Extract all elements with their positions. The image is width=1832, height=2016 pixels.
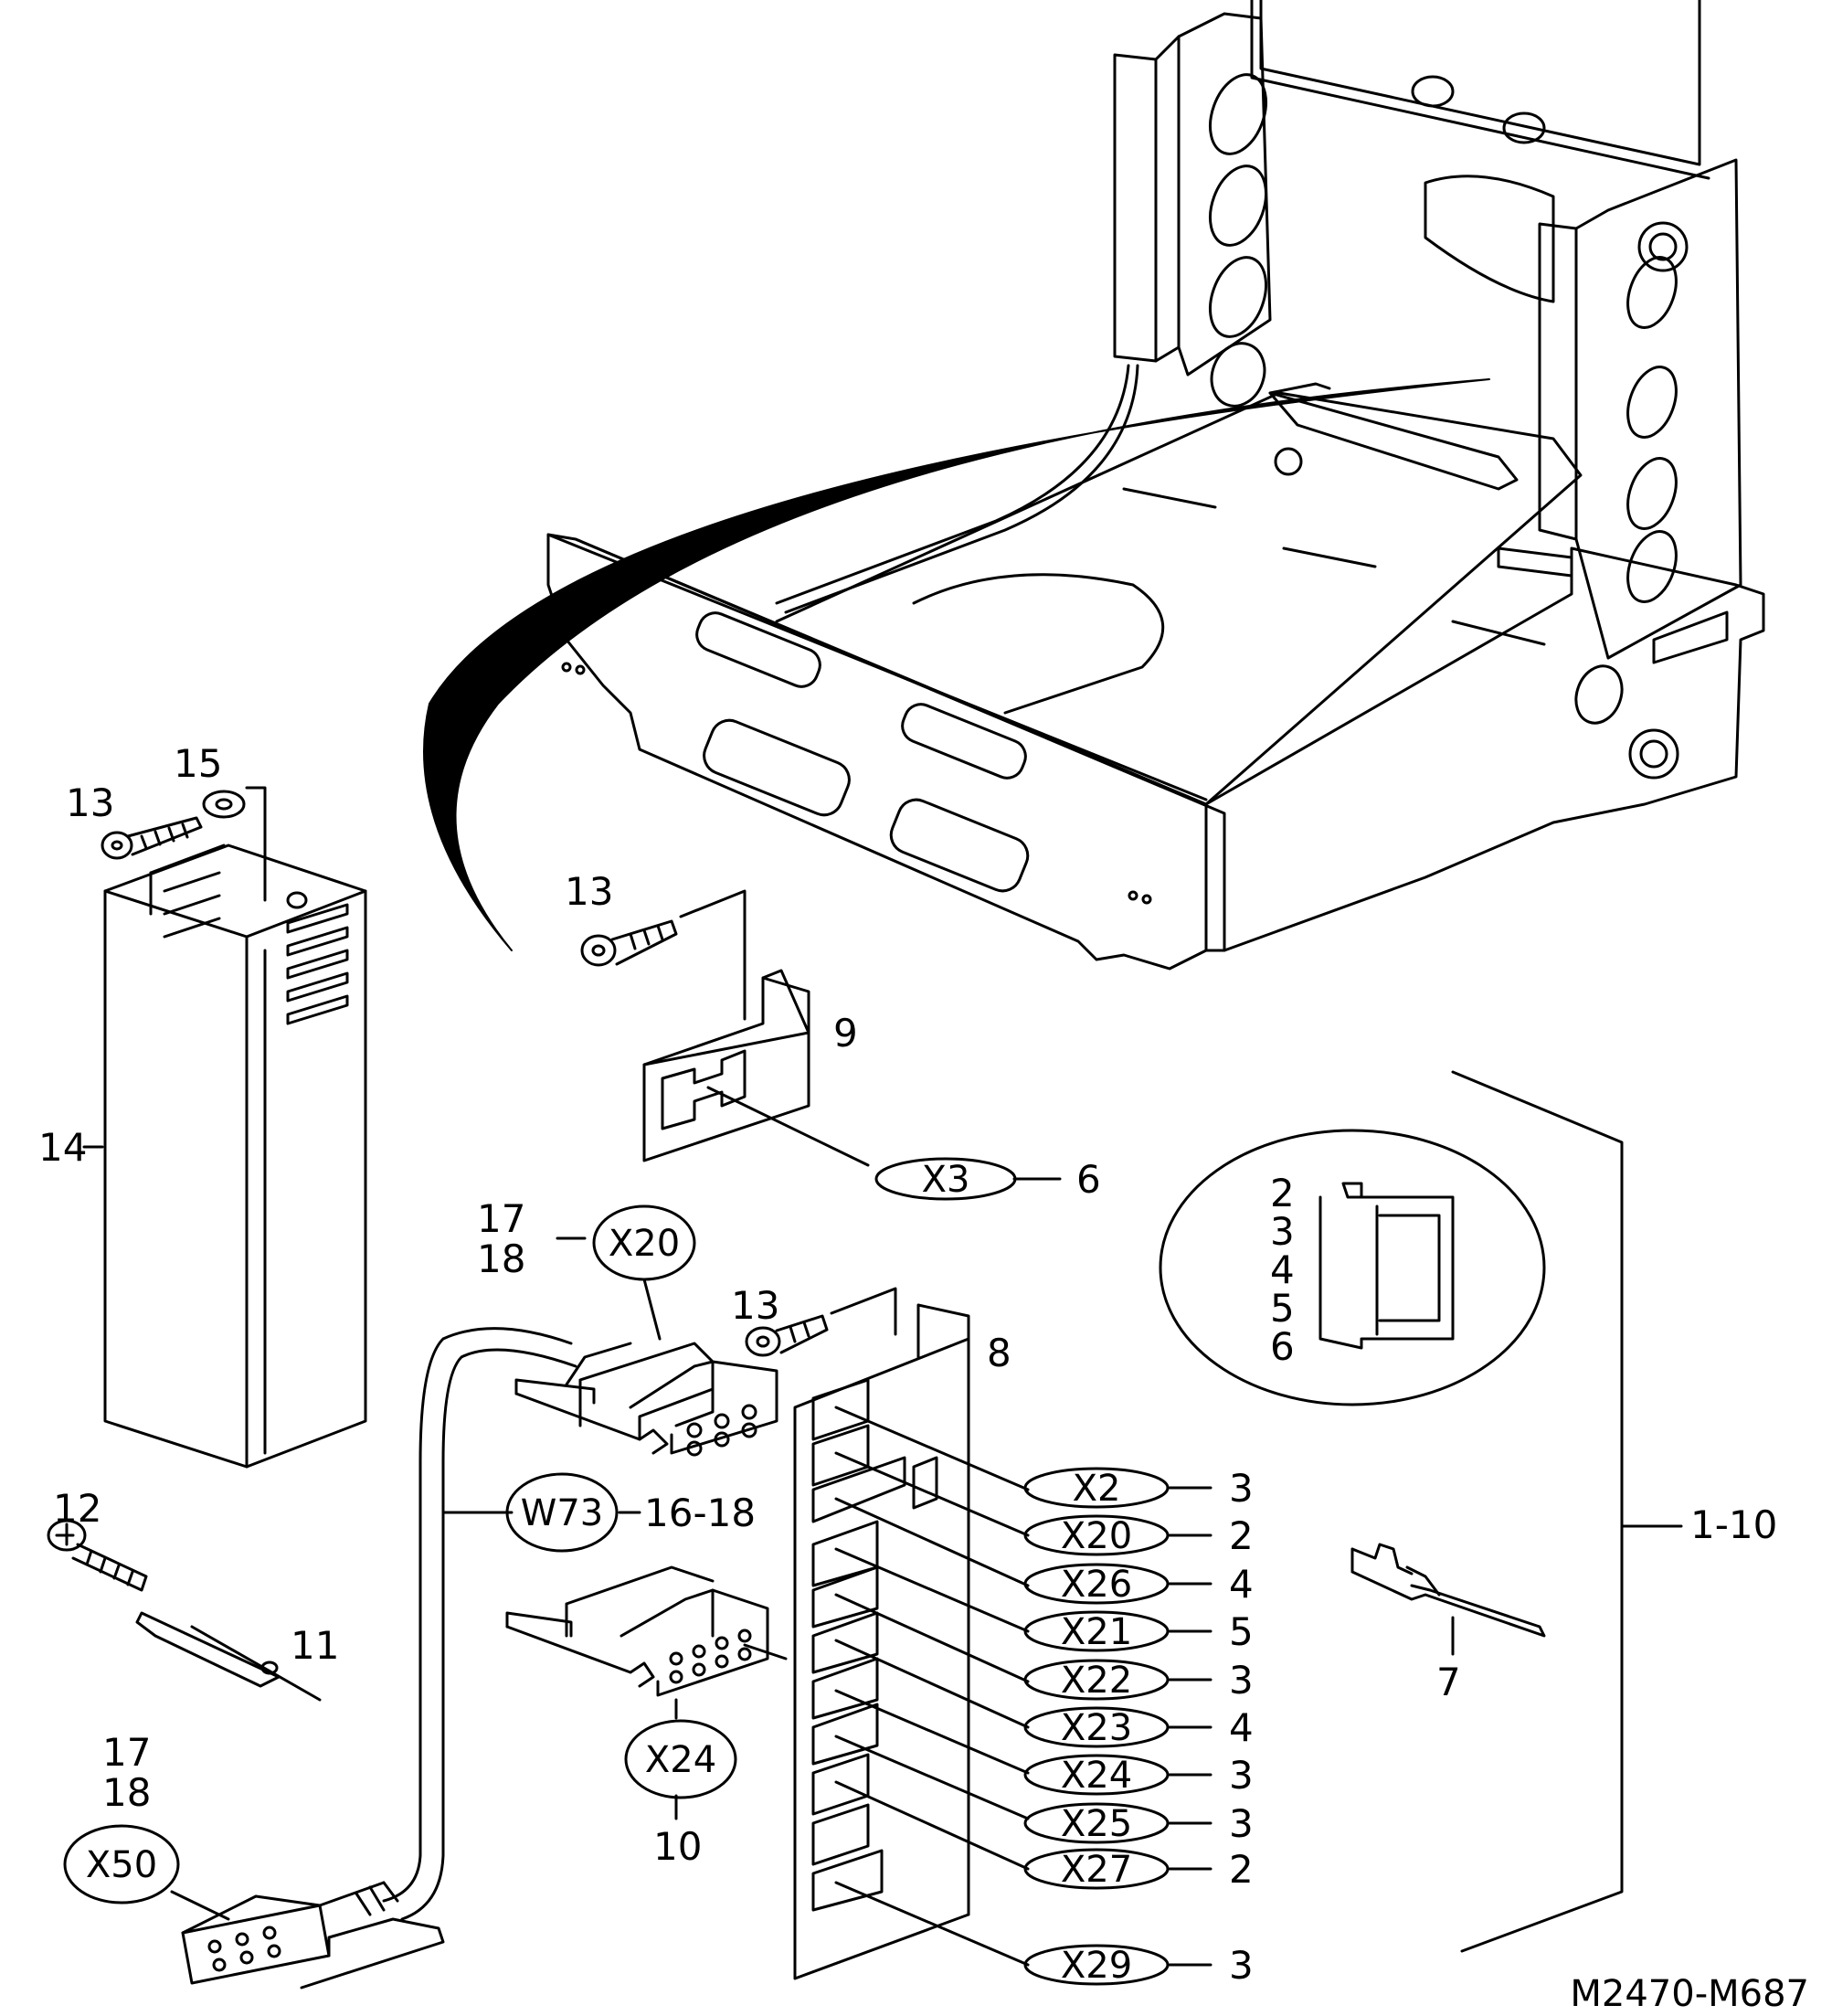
screw-13-panel: [745, 1314, 829, 1357]
tag-x24: X24: [645, 1739, 716, 1781]
tag-w73-oval: [505, 1472, 619, 1553]
screw-12: [47, 1519, 148, 1592]
list-qty: 3: [1229, 1753, 1254, 1798]
list-tag: X2: [1073, 1468, 1121, 1510]
screw-13-bracket: [580, 919, 678, 967]
part-label-7: 7: [1436, 1660, 1461, 1704]
housing-14: [103, 844, 367, 1469]
part-label-18a: 18: [477, 1236, 525, 1281]
plate-11: [135, 1611, 322, 1702]
connector-list-ovals: [1023, 1467, 1170, 1986]
leader-arc: [423, 378, 1490, 951]
part-label-11: 11: [291, 1623, 339, 1668]
part-label-10: 10: [653, 1824, 702, 1869]
inset-label-4: 4: [1270, 1247, 1295, 1292]
drawing-code: M2470-M687: [1570, 1973, 1809, 2011]
chassis-frame: [546, 0, 1765, 971]
connector-list-leaders: [743, 1406, 1213, 1967]
leader-15: [245, 786, 267, 902]
screw-13-housing: [101, 816, 203, 860]
inset-detail: [1159, 1129, 1546, 1406]
part-label-17b: 17: [102, 1730, 151, 1775]
list-qty: 5: [1229, 1609, 1254, 1654]
assembly-bracket: [1451, 1070, 1624, 1953]
panel-8: [793, 1303, 970, 1980]
contact-7: [1350, 1543, 1546, 1638]
part-label-14: 14: [38, 1125, 87, 1170]
list-qty: 3: [1229, 1658, 1254, 1703]
tag-x50: X50: [86, 1844, 157, 1886]
list-tag: X23: [1061, 1707, 1132, 1749]
part-label-16-18: 16-18: [644, 1491, 756, 1535]
part-label-13a: 13: [66, 780, 114, 825]
inset-label-2: 2: [1270, 1171, 1295, 1215]
part-label-17a: 17: [477, 1196, 525, 1241]
cable-w73: [382, 1327, 577, 1921]
inset-label-5: 5: [1270, 1286, 1295, 1331]
tag-x20-oval: [592, 1204, 696, 1281]
plug-x20: [514, 1342, 778, 1457]
tag-x3: X3: [922, 1159, 970, 1201]
list-tag: X21: [1061, 1611, 1132, 1653]
list-tag: X27: [1061, 1849, 1132, 1891]
inset-label-3: 3: [1270, 1209, 1295, 1254]
list-tag: X25: [1061, 1803, 1132, 1845]
list-qty: 3: [1229, 1943, 1254, 1988]
part-label-1-10: 1-10: [1690, 1502, 1777, 1547]
washer-15: [202, 790, 246, 819]
list-qty: 3: [1229, 1801, 1254, 1846]
list-qty: 2: [1229, 1847, 1254, 1892]
list-tag: X26: [1061, 1564, 1132, 1606]
inset-label-6: 6: [1270, 1324, 1295, 1369]
bracket-9: [642, 969, 870, 1167]
tag-x20: X20: [609, 1223, 680, 1265]
list-qty: 4: [1229, 1562, 1254, 1607]
list-tag: X22: [1061, 1660, 1132, 1702]
list-tag: X29: [1061, 1945, 1132, 1987]
part-label-15: 15: [174, 741, 222, 786]
list-tag: X24: [1061, 1755, 1132, 1797]
tag-w73: W73: [521, 1492, 603, 1534]
list-tag: X20: [1061, 1515, 1132, 1557]
plug-x24: [505, 1565, 769, 1697]
part-label-13c: 13: [731, 1283, 779, 1328]
list-qty: 4: [1229, 1705, 1254, 1750]
tag-x24-oval: [624, 1719, 737, 1799]
plug-x50: [181, 1881, 445, 1989]
part-label-9: 9: [833, 1011, 858, 1056]
part-label-6: 6: [1076, 1157, 1101, 1202]
part-label-12: 12: [53, 1486, 101, 1531]
list-qty: 3: [1229, 1466, 1254, 1511]
part-label-8: 8: [987, 1331, 1011, 1375]
list-qty: 2: [1229, 1513, 1254, 1558]
tag-x3-oval: [874, 1157, 1017, 1201]
part-label-13b: 13: [565, 869, 613, 914]
connector-list: X2 3 X20 2 X26 4 X21 5 X22 3 X23 4 X24 3…: [1061, 1466, 1254, 1988]
part-label-18b: 18: [102, 1770, 151, 1815]
tag-x50-oval: [63, 1824, 180, 1905]
